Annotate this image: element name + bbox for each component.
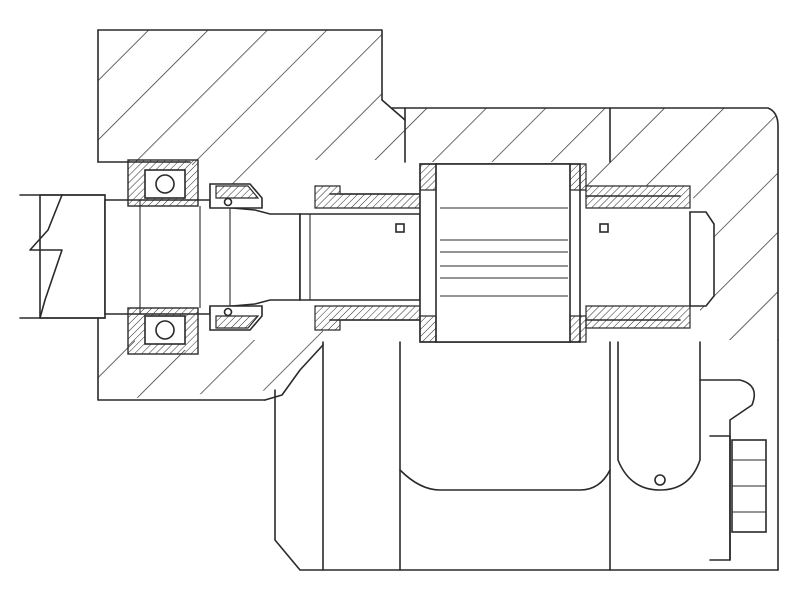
shaft-seal	[209, 183, 263, 331]
needle-bearing-right	[585, 185, 715, 329]
hex-nut	[731, 439, 767, 533]
pump-housing	[97, 29, 779, 401]
ball-bearing-lower	[127, 307, 199, 355]
ball-bearing-upper	[127, 159, 199, 207]
pressure-port	[709, 435, 731, 561]
gear-set	[419, 163, 587, 343]
shaft	[19, 194, 421, 319]
body-block	[274, 339, 779, 571]
